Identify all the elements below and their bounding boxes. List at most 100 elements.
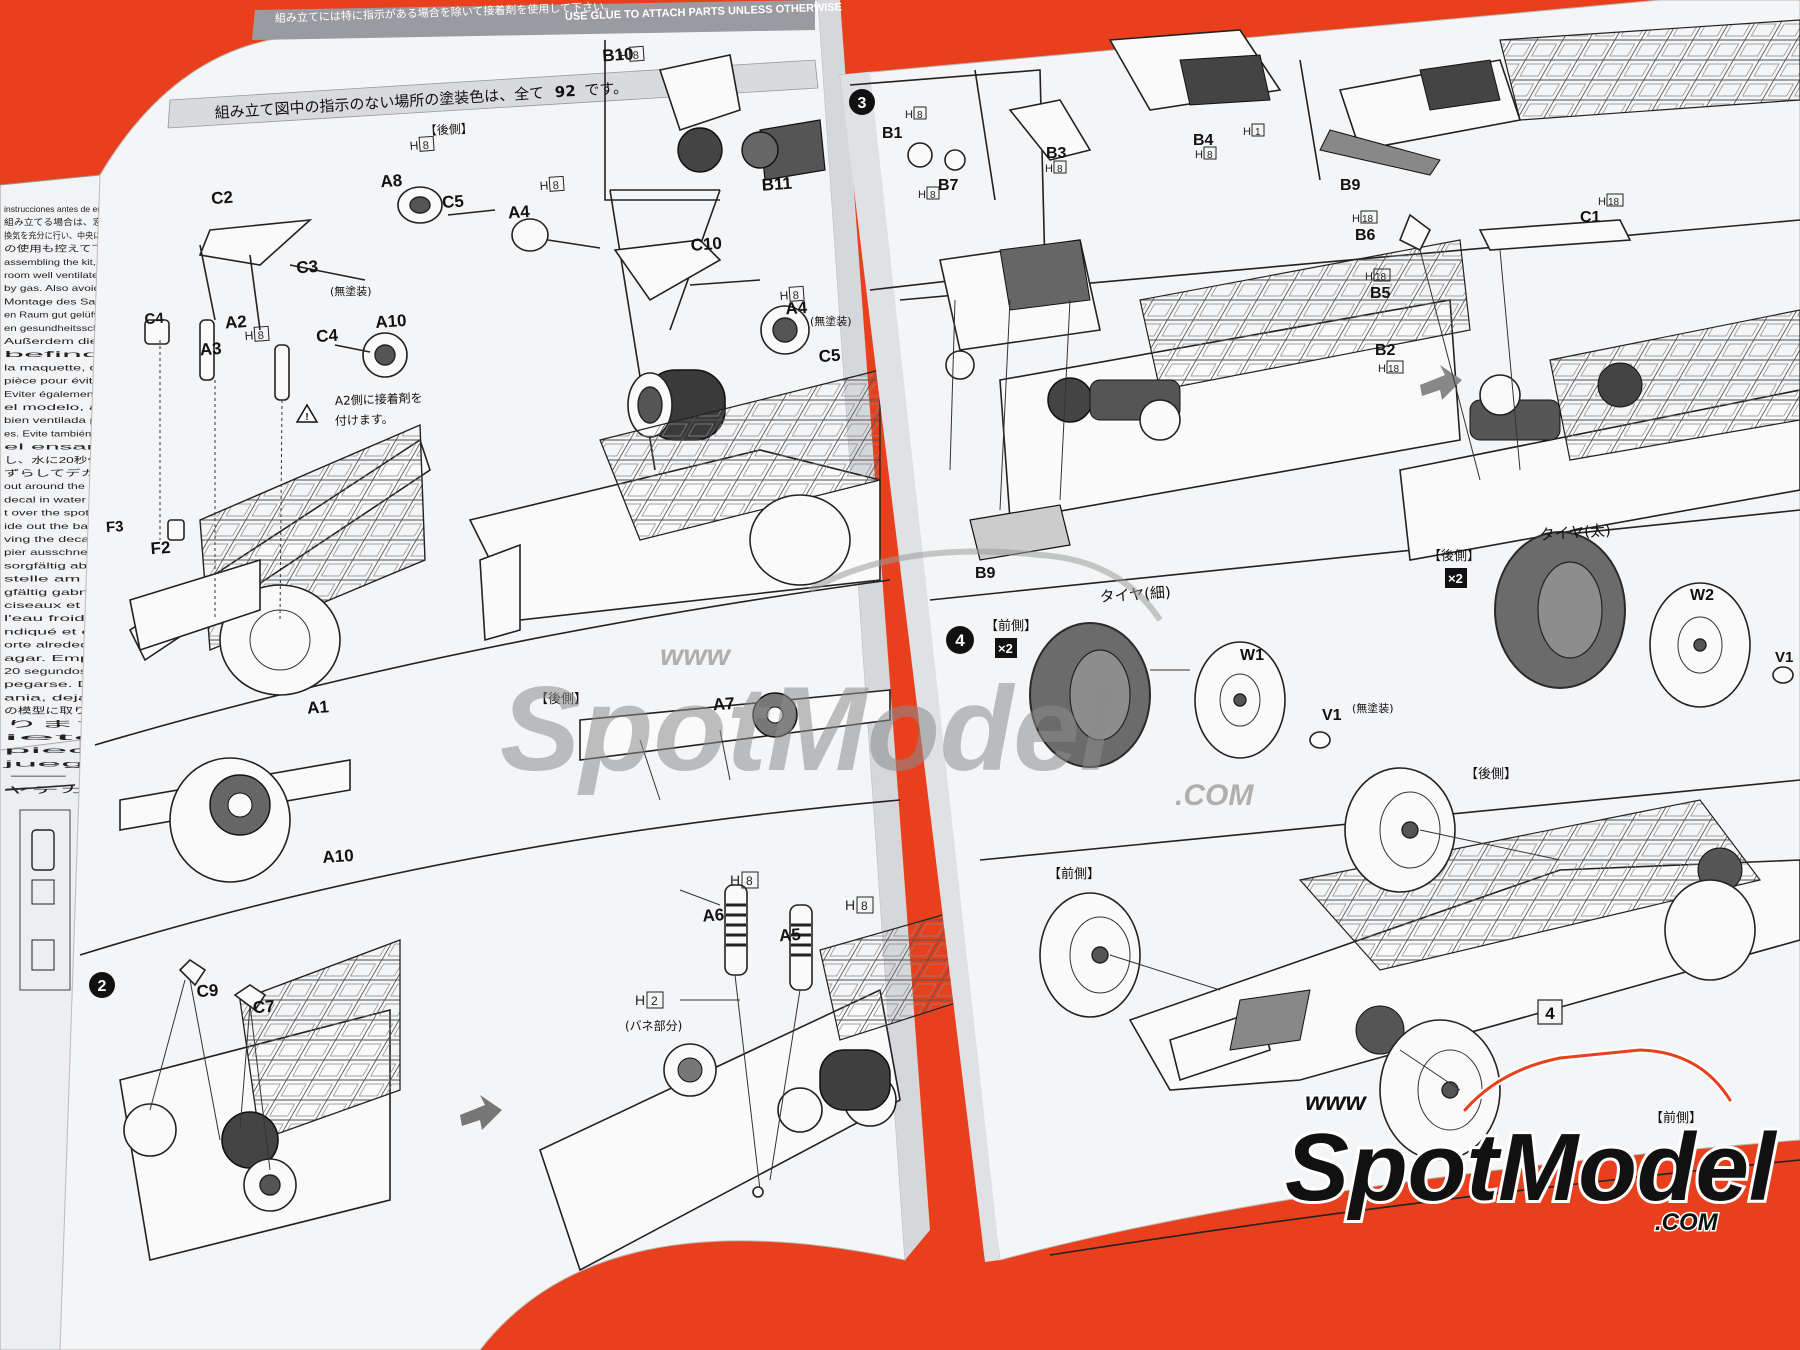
front-side-label-2: 【前側】 <box>1048 866 1100 882</box>
right-page: 3 4 <box>839 0 1800 1262</box>
paint-prefix: H <box>779 288 789 303</box>
rear-side-label: 【後側】 <box>424 122 473 138</box>
part-label-f3: F3 <box>105 518 124 536</box>
part-label-b1: B1 <box>882 125 903 142</box>
times-two-b: ×2 <box>1448 571 1463 586</box>
side-text-line: の模型に取り付けます <box>4 706 142 716</box>
glue-caution-1: A2側に接着剤を <box>335 390 423 408</box>
paint-code: 8 <box>930 190 936 201</box>
glue-caution-2: 付けます。 <box>335 412 394 428</box>
paint-note-num: 92 <box>554 82 576 101</box>
part-label-b5: B5 <box>1370 285 1391 302</box>
part-label-c5b: C5 <box>818 346 841 366</box>
part-label-b6: B6 <box>1355 227 1376 244</box>
paint-prefix: H <box>539 178 549 193</box>
paint-prefix: H <box>619 48 629 63</box>
no-paint-label-left2: (無塗装) <box>810 314 852 328</box>
times-two-badge <box>995 638 1017 658</box>
side-text-line: la maquette, ouvrir la <box>4 362 142 372</box>
times-two-badge-b <box>1445 568 1467 588</box>
part-label-a1: A1 <box>306 697 329 717</box>
paint-prefix: H <box>845 897 855 913</box>
side-text-line: agar. Empape la <box>4 653 143 663</box>
side-text-line: assembling the kit, open the <box>4 257 142 267</box>
part-label-b4: B4 <box>1193 132 1214 149</box>
step1-chassis <box>128 218 431 696</box>
part-label-a5: A5 <box>778 925 801 945</box>
side-text-line: ciseaux et laissez- <box>4 600 142 610</box>
paint-code: 8 <box>1057 164 1063 175</box>
side-text-line: ずらしてデカールを <box>4 468 142 478</box>
paint-note-end: です。 <box>584 79 629 100</box>
side-text-line: の使用も控えて下さい。 <box>4 244 142 254</box>
part-label-a8: A8 <box>380 171 403 191</box>
side-text-line: el ensamble <box>4 442 143 452</box>
side-text-line: befinden <box>4 349 143 359</box>
paint-prefix: H <box>635 992 645 1008</box>
left-part-labels: C2 C3 C4 C4 A3 A2 A10 C5 A8 A4 B10 B11 C… <box>105 44 841 1017</box>
watermark-brand: SpotModel <box>500 662 1116 796</box>
part-label-b3: B3 <box>1046 145 1067 162</box>
part-label-c3: C3 <box>296 257 319 277</box>
side-text-line: Außerdem dieht kein <box>4 336 142 346</box>
logo-www: www <box>1305 1086 1367 1116</box>
caution-icon <box>295 403 319 423</box>
side-text-line: ヤデカール <box>4 785 144 795</box>
side-text-line: stelle am Modell <box>4 574 142 584</box>
times-two: ×2 <box>998 641 1013 656</box>
front-side-label: 【前側】 <box>985 618 1037 634</box>
paint-code: 8 <box>422 140 429 152</box>
part-label-c10: C10 <box>690 234 722 255</box>
part-label-a10b: A10 <box>322 846 354 867</box>
page-number: 4 <box>1545 1004 1555 1023</box>
paint-prefix: H <box>1598 196 1606 208</box>
paint-prefix: H <box>1352 213 1360 225</box>
step4-number: 4 <box>955 631 965 650</box>
part-label-c1: C1 <box>1580 209 1601 226</box>
paint-prefix: H <box>409 138 419 153</box>
svg-text:!: ! <box>305 412 308 423</box>
paint-code: 8 <box>792 290 799 302</box>
part-label-c4b: C4 <box>316 326 340 347</box>
side-text-line: pegarse. Dcslic cl <box>4 679 142 689</box>
side-text-line: Montage des Satzes das <box>4 296 142 306</box>
side-text-line: instrucciones antes de ensamblarel. <box>4 204 142 214</box>
side-text-line: by gas. Also avoid making <box>4 283 142 293</box>
paint-code: 18 <box>1375 272 1387 283</box>
side-text-line: orte alrededor de la <box>4 640 143 650</box>
rear-side-label-r2: 【後側】 <box>1465 767 1517 782</box>
paint-prefix: H <box>1195 149 1203 161</box>
part-label-c9: C9 <box>196 981 219 1001</box>
no-paint-label-right: (無塗装) <box>1352 701 1394 715</box>
rear-side-label-r: 【後側】 <box>1428 549 1480 564</box>
part-label-b7: B7 <box>938 177 959 194</box>
part-label-a7: A7 <box>712 694 735 714</box>
step3-number: 3 <box>858 95 867 112</box>
side-text-line: room well ventilated so that <box>4 270 143 280</box>
step1-rear-suspension <box>397 54 881 642</box>
paint-prefix: H <box>905 109 913 121</box>
step2-badge <box>89 972 115 998</box>
side-text-line: ietes <box>4 732 142 742</box>
part-label-a2: A2 <box>224 312 247 332</box>
paint-prefix: H <box>1365 271 1373 283</box>
step4-badge <box>946 626 974 654</box>
no-paint-label-left: (無塗装) <box>330 284 372 298</box>
paint-code: 2 <box>651 994 658 1008</box>
part-label-b11: B11 <box>761 174 793 195</box>
step3-badge <box>849 89 875 115</box>
part-label-c5: C5 <box>441 192 464 212</box>
logo-com: .COM <box>1655 1209 1719 1236</box>
part-label-c2: C2 <box>211 188 234 208</box>
part-label-b9b: B9 <box>975 565 996 582</box>
side-text-line: ndiqué et enlevez <box>4 626 142 636</box>
side-text-line: el modelo, abra la <box>4 402 143 412</box>
side-text-line: sorgfältig abnehmen <box>4 560 142 570</box>
part-label-w2: W2 <box>1690 587 1714 604</box>
side-text-line: 20 segundos, y luego <box>4 666 142 676</box>
side-text-line: ります。 <box>4 719 142 729</box>
side-text-line: し、水に20秒位つけか <box>4 455 143 465</box>
paint-code: 8 <box>746 874 753 888</box>
watermark-www: www <box>660 639 732 672</box>
